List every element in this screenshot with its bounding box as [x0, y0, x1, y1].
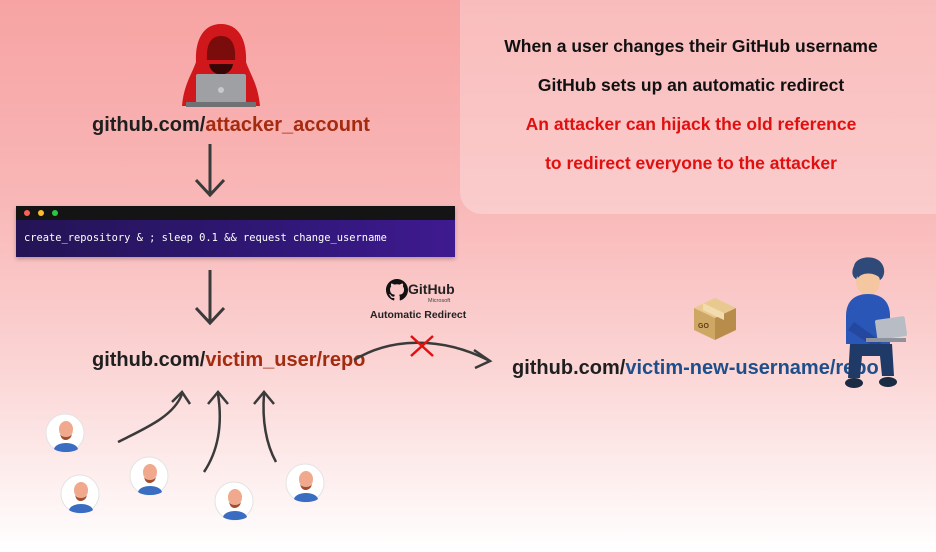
person-avatar-icon [214, 481, 254, 521]
minimize-dot-icon [38, 210, 44, 216]
package-box-icon: GO [694, 298, 736, 340]
user-laptop-icon [845, 257, 907, 388]
hacker-icon [182, 24, 260, 107]
redirect-arrow-icon [353, 341, 493, 370]
github-logo-icon [386, 279, 408, 301]
info-panel [460, 0, 936, 214]
microsoft-label: Microsoft [428, 298, 451, 304]
victim-old-url: github.com/victim_user/repo [92, 349, 365, 372]
github-brand: GitHub [408, 281, 455, 297]
victim-old-path: victim_user/repo [205, 349, 366, 371]
cross-icon [410, 335, 434, 357]
victim-new-url: github.com/victim-new-username/repo [512, 357, 879, 380]
close-dot-icon [24, 210, 30, 216]
info-line-1: When a user changes their GitHub usernam… [504, 36, 878, 56]
svg-text:GO: GO [698, 323, 709, 330]
attacker-url: github.com/attacker_account [92, 114, 370, 137]
info-line-4: to redirect everyone to the attacker [545, 153, 837, 173]
person-avatar-icon [45, 413, 85, 453]
info-line-3: An attacker can hijack the old reference [525, 114, 857, 134]
person-avatar-icon [129, 456, 169, 496]
victim-new-prefix: github.com/ [512, 357, 626, 379]
maximize-dot-icon [52, 210, 58, 216]
person-avatar-icon [285, 463, 325, 503]
down-arrow-icon-2 [194, 270, 226, 326]
terminal-command: create_repository & ; sleep 0.1 && reque… [16, 220, 455, 257]
person-avatar-icon [60, 474, 100, 514]
terminal-titlebar [16, 206, 455, 220]
attacker-url-prefix: github.com/ [92, 114, 206, 136]
attacker-account-name: attacker_account [205, 114, 370, 136]
down-arrow-icon [194, 144, 226, 198]
victim-old-prefix: github.com/ [92, 349, 206, 371]
terminal-window: create_repository & ; sleep 0.1 && reque… [16, 206, 455, 257]
victim-new-path: victim-new-username/repo [625, 357, 879, 379]
automatic-redirect-label: Automatic Redirect [370, 309, 467, 321]
crowd-arrows-icon [117, 390, 278, 473]
info-line-2: GitHub sets up an automatic redirect [537, 75, 845, 95]
